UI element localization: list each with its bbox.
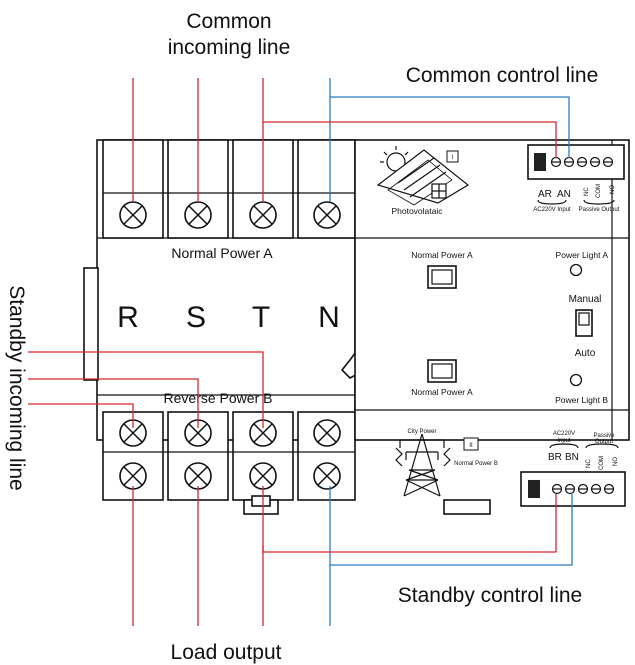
bottom-output-label-1: Passive [593, 433, 615, 439]
common-control-wires [263, 96, 570, 158]
normal-power-b-indicator [427, 359, 457, 383]
normal-power-b-note: Normal Power B [454, 461, 498, 467]
city-power-module: City Power II Normal Power B AC220V Inpu… [395, 429, 626, 507]
top-output-label: Passive Output [579, 207, 620, 213]
terminal-bn: BN [565, 452, 579, 463]
terminal-br: BR [548, 452, 562, 463]
auto-label: Auto [575, 348, 596, 359]
manual-label: Manual [569, 294, 602, 305]
breaker-side-tab [83, 267, 99, 381]
switch-module: Normal Power A Normal Power A Power Ligh… [411, 250, 608, 405]
phase-n-label: N [318, 301, 340, 334]
bottom-input-label-1: AC220V [553, 431, 575, 437]
terminal-no: NO [610, 185, 616, 194]
power-light-b-icon [569, 373, 583, 387]
common-incoming-line-label-2: incoming line [168, 36, 291, 59]
terminal-com: COM [596, 184, 602, 198]
normal-power-a-indicator [427, 265, 457, 289]
terminal-no-b: NO [613, 457, 619, 466]
load-output-wires [132, 486, 331, 626]
power-light-b-label: Power Light B [555, 395, 608, 405]
common-control-line-label: Common control line [406, 64, 599, 87]
terminal-nc-b: NC [586, 459, 592, 468]
phase-t-label: T [252, 301, 270, 334]
terminal-ar: AR [538, 189, 552, 200]
manual-auto-switch [575, 309, 593, 337]
standby-incoming-wires [28, 351, 264, 428]
phase-s-label: S [186, 301, 206, 334]
terminal-an: AN [557, 189, 571, 200]
bottom-input-label-2: Input [557, 438, 571, 444]
standby-control-wires [262, 494, 573, 566]
bottom-output-label-2: Output [595, 439, 613, 445]
module-badge-i: I [452, 155, 454, 161]
load-output-label: Load output [171, 641, 282, 664]
normal-power-a-label: Normal Power A [171, 245, 273, 261]
terminal-nc: NC [584, 187, 590, 196]
building-icon [431, 183, 447, 199]
photovoltaic-module: I Photovolataic AR AN NC COM NO AC220V I… [376, 144, 625, 216]
photovoltaic-label: Photovolataic [391, 206, 443, 216]
switch-top-label: Normal Power A [411, 250, 473, 260]
common-incoming-line-label-1: Common [186, 10, 271, 33]
common-incoming-wires [132, 78, 331, 202]
phase-r-label: R [117, 301, 139, 334]
reverse-power-b-label: Reverse Power B [164, 390, 273, 406]
power-tower-icon [395, 433, 451, 497]
standby-incoming-line-label: Standby incoming line [5, 285, 28, 490]
standby-control-line-label: Standby control line [398, 584, 582, 607]
power-light-a-icon [569, 263, 583, 277]
top-input-label: AC220V Input [533, 207, 571, 213]
switch-bottom-label: Normal Power A [411, 387, 473, 397]
module-badge-ii: II [469, 443, 473, 449]
city-power-label: City Power [407, 429, 436, 435]
power-light-a-label: Power Light A [556, 250, 609, 260]
terminal-com-b: COM [599, 456, 605, 470]
